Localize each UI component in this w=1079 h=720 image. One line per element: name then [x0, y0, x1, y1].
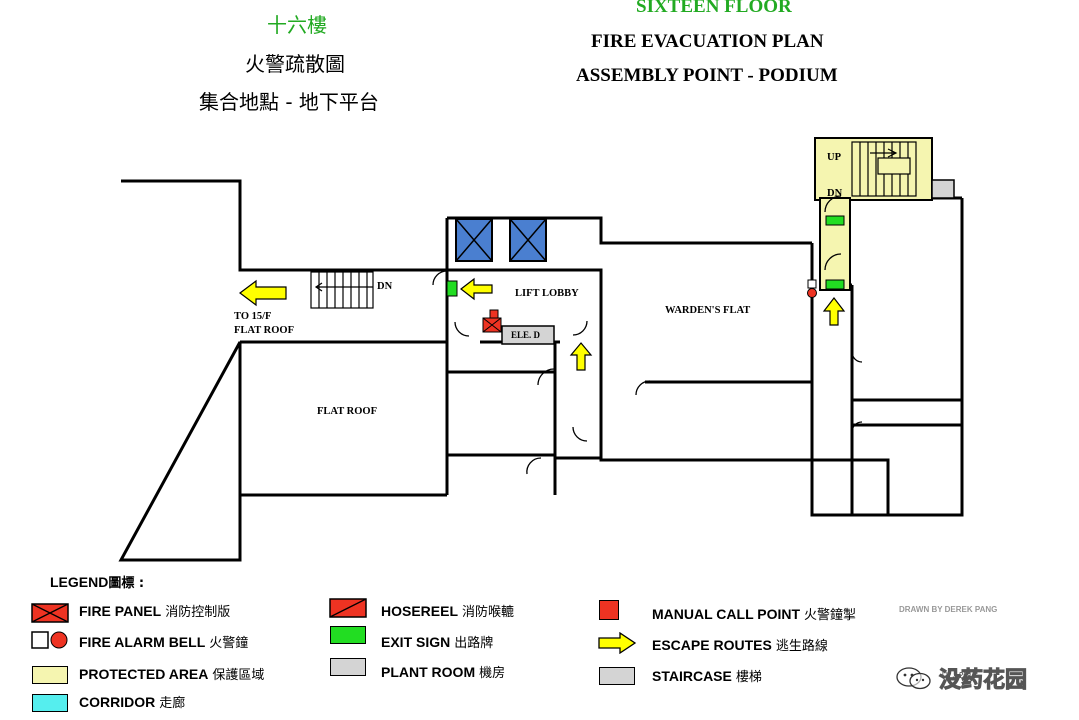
legend-title-en: LEGEND — [50, 574, 109, 590]
staircase-ne — [851, 141, 917, 197]
corridor-swatch — [32, 694, 68, 712]
exit-sign-stair-1 — [825, 215, 845, 226]
warden-inner-walls — [645, 198, 964, 517]
ele-d-room — [501, 325, 555, 345]
exit-sign-stair-2 — [825, 279, 845, 290]
plant-room-top — [931, 179, 955, 199]
fire-alarm-bell-plan — [807, 288, 817, 298]
protected-stair-area — [814, 137, 933, 201]
west-wing-outline — [118, 179, 447, 562]
warden-flat-walls — [599, 330, 850, 462]
east-block-walls — [850, 196, 962, 515]
label-wardens-flat: WARDEN'S FLAT — [665, 305, 751, 316]
date-fragment: l b J 2019 — [942, 671, 977, 680]
fire-alarm-bell-swatch — [31, 631, 68, 649]
cn-floor-title: 十六樓 — [267, 13, 327, 37]
fire-panel-plan — [482, 317, 502, 333]
label-flat-roof: FLAT ROOF — [317, 406, 377, 417]
protected-corridor — [819, 197, 851, 291]
ele-room-walls — [447, 340, 560, 374]
exit-sign-lobby — [446, 280, 458, 297]
flat-roof-outline — [240, 340, 447, 497]
label-to-15f: TO 15/F — [234, 311, 272, 322]
label-lift-lobby: LIFT LOBBY — [515, 288, 579, 299]
watermark-text: 没药花园 — [938, 668, 1028, 694]
staircase-west — [310, 271, 374, 309]
label-ele-d: ELE. D — [511, 330, 541, 340]
legend-title-cn: 圖標 : — [108, 576, 145, 591]
cn-assembly-point: 集合地點 - 地下平台 — [199, 90, 379, 114]
escape-route-swatch — [598, 632, 637, 654]
cn-plan-title: 火警疏散圖 — [245, 52, 345, 76]
protected-area-swatch — [32, 666, 68, 684]
lift-lobby-wall — [447, 268, 603, 330]
fire-panel-swatch — [31, 603, 69, 623]
label-dn-west: DN — [377, 281, 393, 292]
alarm-bell-box-plan — [807, 279, 817, 289]
drawn-by-credit: DRAWN BY DEREK PANG — [899, 605, 998, 614]
exit-sign-swatch — [330, 626, 366, 644]
escape-arrow-south — [569, 342, 593, 371]
escape-arrow-east — [822, 297, 846, 326]
manual-call-point-swatch — [599, 600, 619, 620]
hosereel-swatch — [329, 598, 367, 618]
watermark: 没药花园 — [895, 662, 1028, 694]
en-assembly-point: ASSEMBLY POINT - PODIUM — [576, 65, 838, 86]
plant-room-swatch — [330, 658, 366, 676]
legend-title: LEGEND圖標 : — [50, 572, 144, 591]
central-core-outline — [445, 216, 812, 495]
label-up: UP — [827, 152, 841, 163]
door-swings — [432, 195, 863, 475]
lift-shaft-2 — [509, 218, 547, 262]
label-dn-east: DN — [827, 188, 843, 199]
manual-call-point-plan — [489, 309, 499, 319]
escape-arrow-west — [239, 279, 287, 307]
lift-shaft-1 — [455, 218, 493, 262]
staircase-swatch — [599, 667, 635, 685]
en-plan-title: FIRE EVACUATION PLAN — [591, 31, 824, 52]
inner-room-walls — [447, 342, 600, 495]
escape-arrow-lobby — [460, 277, 493, 301]
wechat-icon — [896, 667, 931, 690]
label-flat-roof-top: FLAT ROOF — [234, 325, 294, 336]
en-floor-title: SIXTEEN FLOOR — [636, 0, 792, 17]
